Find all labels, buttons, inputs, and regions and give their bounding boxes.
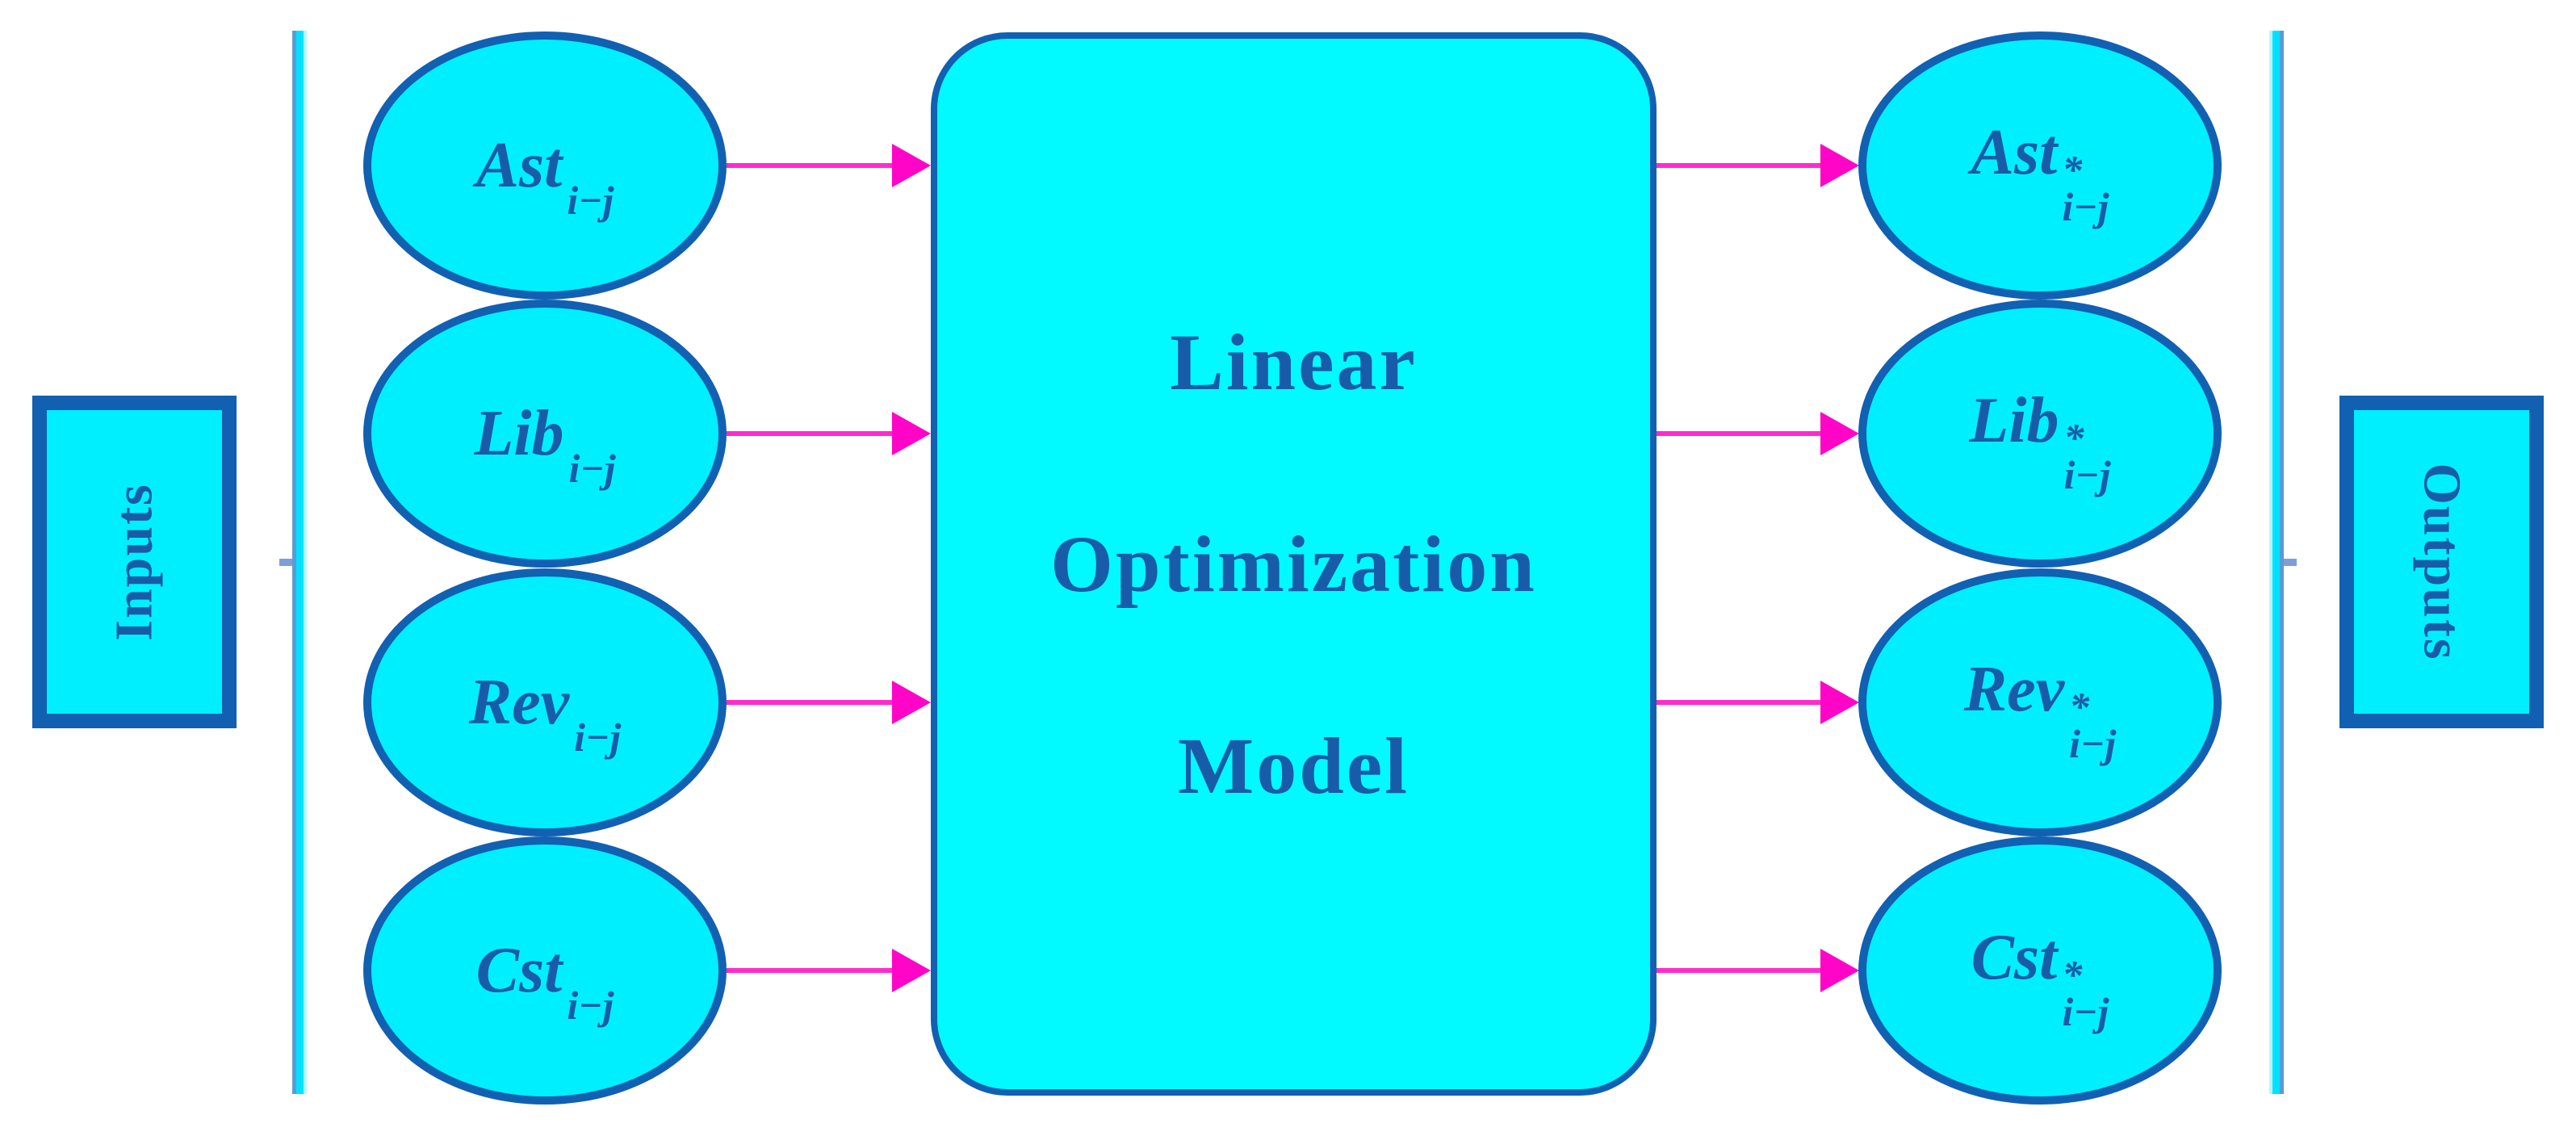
arrowhead-icon [1820, 681, 1859, 724]
output-node-lib: Lib*i−j [1858, 300, 2222, 568]
flow-arrow-icon [727, 412, 931, 455]
outputs-box: Outputs [2339, 396, 2544, 728]
flow-arrow-icon [727, 681, 931, 724]
arrowhead-icon [892, 681, 931, 724]
subscript: i−j [568, 445, 616, 491]
linear-optimization-model-box: Linear Optimization Model [931, 32, 1657, 1096]
subscript: i−j [567, 177, 614, 223]
superscript: * [2069, 683, 2090, 729]
arrow-shaft [727, 431, 894, 436]
arrowhead-icon [892, 412, 931, 455]
subscript: i−j [2062, 988, 2109, 1034]
bracket-mid-tick [279, 558, 292, 566]
model-title-line: Linear [1170, 317, 1418, 407]
inputs-box: Inputs [32, 396, 237, 728]
flow-arrow-icon [1657, 144, 1859, 187]
flow-arrow-icon [1657, 681, 1859, 724]
arrow-shaft [1657, 431, 1823, 436]
superscript: * [2063, 414, 2084, 460]
bracket-mid-tick [2284, 558, 2297, 566]
outputs-bracket-line [2269, 31, 2297, 1094]
superscript: * [2062, 146, 2083, 192]
subscript: i−j [567, 982, 614, 1028]
arrow-shaft [1657, 968, 1823, 973]
outputs-label: Outputs [2412, 463, 2472, 661]
arrow-shaft [727, 163, 894, 168]
arrowhead-icon [1820, 144, 1859, 187]
flow-arrow-icon [727, 949, 931, 992]
arrow-shaft [727, 968, 894, 973]
arrowhead-icon [1820, 949, 1859, 992]
node-label: Cst*i−j [1971, 921, 2109, 1034]
subscript: i−j [2069, 720, 2117, 766]
arrow-shaft [1657, 700, 1823, 705]
output-node-ast: Ast*i−j [1858, 31, 2222, 300]
arrowhead-icon [892, 949, 931, 992]
arrowhead-icon [1820, 412, 1859, 455]
model-title-line: Optimization [1050, 519, 1537, 609]
subscript: i−j [2062, 183, 2109, 229]
inputs-label: Inputs [104, 483, 164, 641]
arrow-shaft [1657, 163, 1823, 168]
flow-arrow-icon [727, 144, 931, 187]
node-label: Ast*i−j [1971, 116, 2109, 229]
subscript: i−j [2063, 451, 2111, 497]
output-node-rev: Rev*i−j [1858, 568, 2222, 836]
model-title-line: Model [1177, 721, 1410, 811]
inputs-bracket-line [279, 31, 307, 1094]
arrowhead-icon [892, 144, 931, 187]
node-label: Rev*i−j [1963, 653, 2117, 766]
arrow-shaft [727, 700, 894, 705]
output-node-cst: Cst*i−j [1858, 836, 2222, 1105]
flow-arrow-icon [1657, 949, 1859, 992]
flow-arrow-icon [1657, 412, 1859, 455]
subscript: i−j [574, 714, 622, 760]
node-label: Lib*i−j [1969, 384, 2111, 497]
superscript: * [2062, 951, 2083, 997]
